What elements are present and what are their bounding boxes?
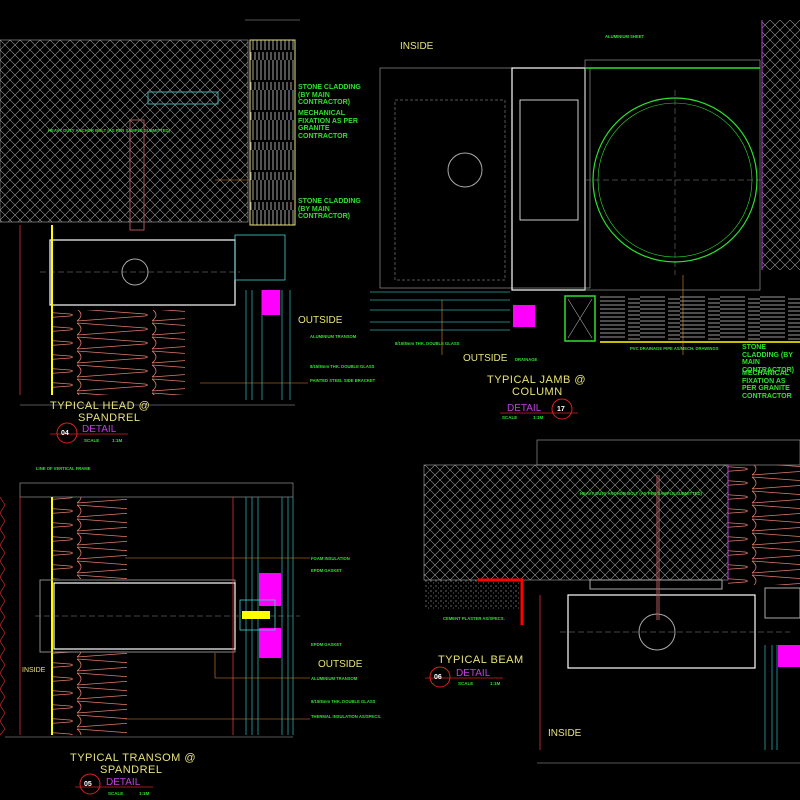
aluminium-frame bbox=[49, 239, 236, 306]
transom-scale: 1:1M bbox=[139, 791, 150, 796]
callout-jamb-mech: MECHANICAL FIXATION AS PER GRANITE CONTR… bbox=[742, 370, 792, 401]
jamb-scale-label: SCALE bbox=[502, 415, 517, 420]
jamb-scale: 1:1M bbox=[533, 415, 544, 420]
callout-pvc-pipe: PVC DRAINAGE PIPE AS/MECH. DRAWINGS bbox=[630, 346, 719, 351]
jamb-outside-label: OUTSIDE bbox=[463, 353, 508, 364]
head-scale: 1:1M bbox=[112, 438, 123, 443]
head-number: 04 bbox=[61, 430, 69, 437]
beam-scale: 1:1M bbox=[490, 681, 501, 686]
beam-detail: HEAVY DUTY ANCHOR BOLT (AS PER SAMPLE SU… bbox=[423, 439, 800, 764]
transom-detail-label: DETAIL bbox=[106, 777, 141, 788]
transom-number: 05 bbox=[84, 781, 92, 788]
callout-transom-glass: 8/15/8mm THK. DOUBLE GLASS bbox=[311, 699, 376, 704]
jamb-subtitle: COLUMN bbox=[512, 386, 563, 398]
beam-title: TYPICAL BEAM bbox=[438, 654, 524, 666]
beam-frame bbox=[567, 594, 756, 669]
column-hatch bbox=[762, 20, 800, 270]
gasket-lower bbox=[259, 628, 281, 658]
jamb-detail: INSIDE ALUMINIUM SHEET 8/15/8mm THK. DOU… bbox=[370, 20, 800, 420]
gasket bbox=[262, 290, 280, 315]
callout-alu-sheet: ALUMINIUM SHEET bbox=[605, 34, 645, 39]
head-title: TYPICAL HEAD @ bbox=[50, 400, 150, 412]
insulation bbox=[52, 310, 185, 395]
jamb-detail-label: DETAIL bbox=[507, 403, 542, 414]
beam-hatch bbox=[423, 464, 729, 581]
beam-insulation bbox=[728, 465, 800, 585]
gasket-upper bbox=[259, 573, 281, 606]
callout-thermal: THERMAL INSULATION AS/SPECS. bbox=[311, 714, 381, 719]
callout-beam-heavy-duty: HEAVY DUTY ANCHOR BOLT (AS PER SAMPLE SU… bbox=[580, 491, 703, 496]
outside-label: OUTSIDE bbox=[298, 315, 343, 326]
head-detail-label: DETAIL bbox=[82, 424, 117, 435]
beam-scale-label: SCALE bbox=[458, 681, 473, 686]
callout-stone-cladding-2: STONE CLADDING (BY MAIN CONTRACTOR) bbox=[298, 198, 361, 221]
head-scale-label: SCALE bbox=[84, 438, 99, 443]
jamb-number: 17 bbox=[557, 406, 565, 413]
transom-inside-label: INSIDE bbox=[22, 667, 46, 674]
callout-alu-transom: ALUMINIUM TRANSOM bbox=[310, 334, 357, 339]
beam-number: 06 bbox=[434, 674, 442, 681]
callout-jamb-stone: STONE CLADDING (BY MAIN CONTRACTOR) bbox=[742, 344, 794, 375]
transom-detail: LINE OF VERTICAL FRAME FOAM INSULATION E… bbox=[0, 466, 381, 796]
callout-transom: ALUMINIUM TRANSOM bbox=[311, 676, 358, 681]
transom-outside-label: OUTSIDE bbox=[318, 659, 363, 670]
cement-plaster bbox=[424, 580, 519, 610]
callout-line-of-frame: LINE OF VERTICAL FRAME bbox=[36, 466, 91, 471]
beam-detail-label: DETAIL bbox=[456, 668, 491, 679]
callout-foam: FOAM INSULATION bbox=[311, 556, 350, 561]
callout-double-glass: 8/15/8mm THK. DOUBLE GLASS bbox=[310, 364, 375, 369]
stone-cladding bbox=[249, 39, 296, 226]
callout-jamb-glass: 8/15/8mm THK. DOUBLE GLASS bbox=[395, 341, 460, 346]
head-subtitle: SPANDREL bbox=[78, 412, 140, 424]
callout-stone-cladding: STONE CLADDING (BY MAIN CONTRACTOR) bbox=[298, 84, 361, 107]
insulation-lower bbox=[52, 652, 127, 735]
transom-scale-label: SCALE bbox=[108, 791, 123, 796]
concrete-slab bbox=[0, 39, 249, 223]
jamb-frame bbox=[511, 67, 586, 291]
head-detail: HEAVY DUTY ANCHOR BOLT (AS PER SAMPLE SU… bbox=[0, 19, 376, 444]
callout-epdm-lower: EPDM GASKET bbox=[311, 642, 342, 647]
beam-inside-label: INSIDE bbox=[548, 728, 582, 739]
jamb-inside-label: INSIDE bbox=[400, 41, 434, 52]
transom-subtitle: SPANDREL bbox=[100, 764, 162, 776]
callout-epdm-upper: EPDM GASKET bbox=[311, 568, 342, 573]
callout-cement: CEMENT PLASTER AS/SPECS. bbox=[443, 616, 505, 621]
callout-drainage: DRAINAGE bbox=[515, 357, 538, 362]
transom-title: TYPICAL TRANSOM @ bbox=[70, 752, 196, 764]
callout-painted-steel: PAINTED STEEL SIDE BRACKET bbox=[310, 378, 376, 383]
jamb-title: TYPICAL JAMB @ bbox=[487, 374, 586, 386]
callout-heavy-duty: HEAVY DUTY ANCHOR BOLT (AS PER SAMPLE SU… bbox=[48, 128, 171, 133]
stone-slab bbox=[600, 296, 800, 340]
anchor-bolt bbox=[147, 91, 219, 105]
callout-mech-fixation: MECHANICAL FIXATION AS PER GRANITE CONTR… bbox=[298, 110, 358, 141]
insulation-upper bbox=[52, 497, 127, 579]
